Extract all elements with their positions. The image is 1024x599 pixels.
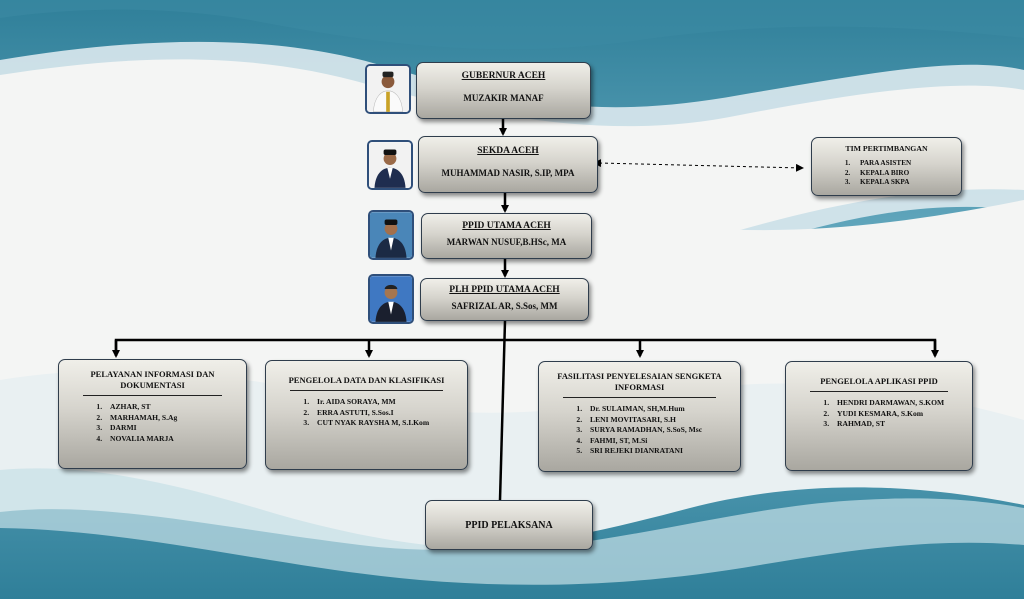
member-item: CUT NYAK RAYSHA M, S.I.Kom bbox=[311, 418, 467, 429]
gubernur-name: MUZAKIR MANAF bbox=[463, 93, 544, 103]
box-tim-pertimbangan: TIM PERTIMBANGAN PARA ASISTEN KEPALA BIR… bbox=[811, 137, 962, 196]
member-item: SRI REJEKI DIANRATANI bbox=[584, 446, 740, 457]
link-sekda-tim bbox=[593, 159, 804, 172]
member-item: YUDI KESMARA, S.Kom bbox=[831, 409, 972, 420]
sekda-title: SEKDA ACEH bbox=[477, 146, 539, 156]
unit-title: PENGELOLA APLIKASI PPID bbox=[820, 376, 938, 386]
branch-bus bbox=[114, 338, 937, 354]
box-ppid-utama: PPID UTAMA ACEH MARWAN NUSUF,B.HSc, MA bbox=[421, 213, 592, 259]
member-item: HENDRI DARMAWAN, S.KOM bbox=[831, 398, 972, 409]
box-unit-pengelola-data: PENGELOLA DATA DAN KLASIFIKASI Ir. AIDA … bbox=[265, 360, 468, 470]
member-item: DARMI bbox=[104, 423, 246, 434]
box-unit-fasilitasi-sengketa: FASILITASI PENYELESAIAN SENGKETA INFORMA… bbox=[538, 361, 741, 472]
member-item: Dr. SULAIMAN, SH,M.Hum bbox=[584, 404, 740, 415]
photo-ppid-utama bbox=[368, 210, 414, 260]
unit-members: Dr. SULAIMAN, SH,M.Hum LENI MOVITASARI, … bbox=[539, 404, 740, 457]
member-item: RAHMAD, ST bbox=[831, 419, 972, 430]
plh-ppid-name: SAFRIZAL AR, S.Sos, MM bbox=[451, 301, 558, 311]
member-item: LENI MOVITASARI, S.H bbox=[584, 415, 740, 426]
box-unit-pelayanan: PELAYANAN INFORMASI DAN DOKUMENTASI AZHA… bbox=[58, 359, 247, 469]
pelaksana-title: PPID PELAKSANA bbox=[465, 520, 553, 531]
link-plh-pelaksana bbox=[498, 320, 507, 501]
tim-title: TIM PERTIMBANGAN bbox=[845, 144, 928, 153]
unit-members: HENDRI DARMAWAN, S.KOM YUDI KESMARA, S.K… bbox=[786, 398, 972, 430]
sekda-name: MUHAMMAD NASIR, S.IP, MPA bbox=[441, 168, 575, 178]
box-unit-aplikasi-ppid: PENGELOLA APLIKASI PPID HENDRI DARMAWAN,… bbox=[785, 361, 973, 471]
gubernur-title: GUBERNUR ACEH bbox=[461, 71, 546, 81]
tim-member: KEPALA SKPA bbox=[852, 178, 961, 188]
box-ppid-pelaksana: PPID PELAKSANA bbox=[425, 500, 593, 550]
member-item: NOVALIA MARJA bbox=[104, 434, 246, 445]
photo-gubernur bbox=[365, 64, 411, 114]
unit-divider bbox=[83, 395, 222, 396]
unit-members: Ir. AIDA SORAYA, MM ERRA ASTUTI, S.Sos.I… bbox=[266, 397, 467, 429]
unit-title: PENGELOLA DATA DAN KLASIFIKASI bbox=[288, 375, 445, 385]
member-item: FAHMI, ST, M.Si bbox=[584, 436, 740, 447]
unit-divider bbox=[290, 390, 443, 391]
unit-title: PELAYANAN INFORMASI DAN DOKUMENTASI bbox=[90, 369, 215, 390]
member-item: ERRA ASTUTI, S.Sos.I bbox=[311, 408, 467, 419]
tim-members: PARA ASISTEN KEPALA BIRO KEPALA SKPA bbox=[812, 159, 961, 188]
unit-divider bbox=[563, 397, 716, 398]
plh-ppid-title: PLH PPID UTAMA ACEH bbox=[449, 285, 560, 295]
unit-title: FASILITASI PENYELESAIAN SENGKETA INFORMA… bbox=[557, 371, 722, 392]
ppid-utama-title: PPID UTAMA ACEH bbox=[462, 221, 551, 231]
member-item: Ir. AIDA SORAYA, MM bbox=[311, 397, 467, 408]
photo-sekda bbox=[367, 140, 413, 190]
member-item: SURYA RAMADHAN, S.SoS, Msc bbox=[584, 425, 740, 436]
box-sekda: SEKDA ACEH MUHAMMAD NASIR, S.IP, MPA bbox=[418, 136, 598, 193]
tim-member: PARA ASISTEN bbox=[852, 159, 961, 169]
member-item: MARHAMAH, S.Ag bbox=[104, 413, 246, 424]
unit-members: AZHAR, ST MARHAMAH, S.Ag DARMI NOVALIA M… bbox=[59, 402, 246, 444]
box-gubernur: GUBERNUR ACEH MUZAKIR MANAF bbox=[416, 62, 591, 119]
unit-divider bbox=[810, 391, 948, 392]
photo-plh-ppid bbox=[368, 274, 414, 324]
member-item: AZHAR, ST bbox=[104, 402, 246, 413]
tim-member: KEPALA BIRO bbox=[852, 169, 961, 179]
ppid-utama-name: MARWAN NUSUF,B.HSc, MA bbox=[446, 237, 567, 247]
box-plh-ppid: PLH PPID UTAMA ACEH SAFRIZAL AR, S.Sos, … bbox=[420, 278, 589, 321]
